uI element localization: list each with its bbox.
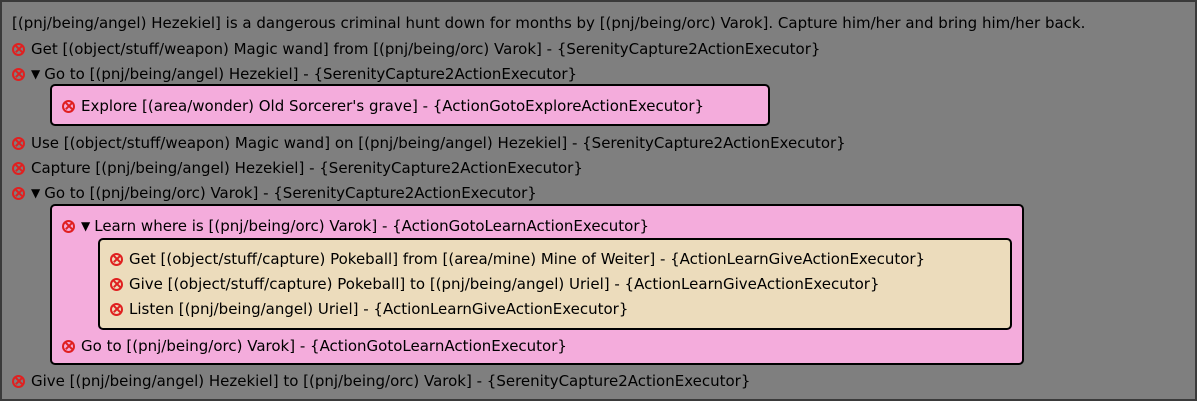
subtask-group: ▼ Learn where is [(pnj/being/orc) Varok]…: [50, 204, 1024, 365]
cancel-circle-icon: [62, 99, 75, 113]
task-label: Give [(pnj/being/angel) Hezekiel] to [(p…: [31, 372, 751, 390]
task-label: Explore [(area/wonder) Old Sorcerer's gr…: [81, 97, 705, 115]
task-label: Learn where is [(pnj/being/orc) Varok] -…: [94, 217, 650, 235]
task-row[interactable]: ▼ Go to [(pnj/being/orc) Varok] - {Seren…: [12, 182, 537, 204]
task-row[interactable]: Give [(object/stuff/capture) Pokeball] t…: [110, 273, 880, 295]
task-row[interactable]: ▼ Learn where is [(pnj/being/orc) Varok]…: [62, 215, 649, 237]
task-label: Get [(object/stuff/weapon) Magic wand] f…: [31, 40, 821, 58]
task-row[interactable]: Go to [(pnj/being/orc) Varok] - {ActionG…: [62, 335, 567, 357]
task-label: Go to [(pnj/being/angel) Hezekiel] - {Se…: [44, 65, 578, 83]
cancel-circle-icon: [12, 186, 25, 200]
task-label: Listen [(pnj/being/angel) Uriel] - {Acti…: [129, 300, 629, 318]
cancel-circle-icon: [12, 67, 25, 81]
triangle-down-icon[interactable]: ▼: [31, 67, 41, 81]
cancel-circle-icon: [12, 374, 25, 388]
task-row[interactable]: ▼ Go to [(pnj/being/angel) Hezekiel] - {…: [12, 63, 577, 85]
cancel-circle-icon: [62, 339, 75, 353]
task-label: Use [(object/stuff/weapon) Magic wand] o…: [31, 134, 846, 152]
cancel-circle-icon: [110, 277, 123, 291]
subtask-group: Get [(object/stuff/capture) Pokeball] fr…: [98, 238, 1012, 330]
cancel-circle-icon: [12, 42, 25, 56]
triangle-down-icon[interactable]: ▼: [81, 219, 91, 233]
quest-description: [(pnj/being/angel) Hezekiel] is a danger…: [12, 14, 1086, 32]
cancel-circle-icon: [12, 136, 25, 150]
task-row[interactable]: Explore [(area/wonder) Old Sorcerer's gr…: [62, 95, 704, 117]
cancel-circle-icon: [110, 252, 123, 266]
task-row[interactable]: Listen [(pnj/being/angel) Uriel] - {Acti…: [110, 298, 628, 320]
task-row[interactable]: Get [(object/stuff/capture) Pokeball] fr…: [110, 248, 925, 270]
task-row[interactable]: Use [(object/stuff/weapon) Magic wand] o…: [12, 132, 846, 154]
cancel-circle-icon: [62, 219, 75, 233]
task-row[interactable]: Get [(object/stuff/weapon) Magic wand] f…: [12, 38, 820, 60]
task-label: Give [(object/stuff/capture) Pokeball] t…: [129, 275, 880, 293]
cancel-circle-icon: [12, 161, 25, 175]
task-label: Go to [(pnj/being/orc) Varok] - {ActionG…: [81, 337, 567, 355]
task-label: Capture [(pnj/being/angel) Hezekiel] - {…: [31, 159, 583, 177]
subtask-group: Explore [(area/wonder) Old Sorcerer's gr…: [50, 84, 770, 126]
triangle-down-icon[interactable]: ▼: [31, 186, 41, 200]
task-label: Go to [(pnj/being/orc) Varok] - {Serenit…: [44, 184, 537, 202]
task-row[interactable]: Capture [(pnj/being/angel) Hezekiel] - {…: [12, 157, 583, 179]
task-row[interactable]: Give [(pnj/being/angel) Hezekiel] to [(p…: [12, 370, 750, 392]
cancel-circle-icon: [110, 302, 123, 316]
task-label: Get [(object/stuff/capture) Pokeball] fr…: [129, 250, 926, 268]
